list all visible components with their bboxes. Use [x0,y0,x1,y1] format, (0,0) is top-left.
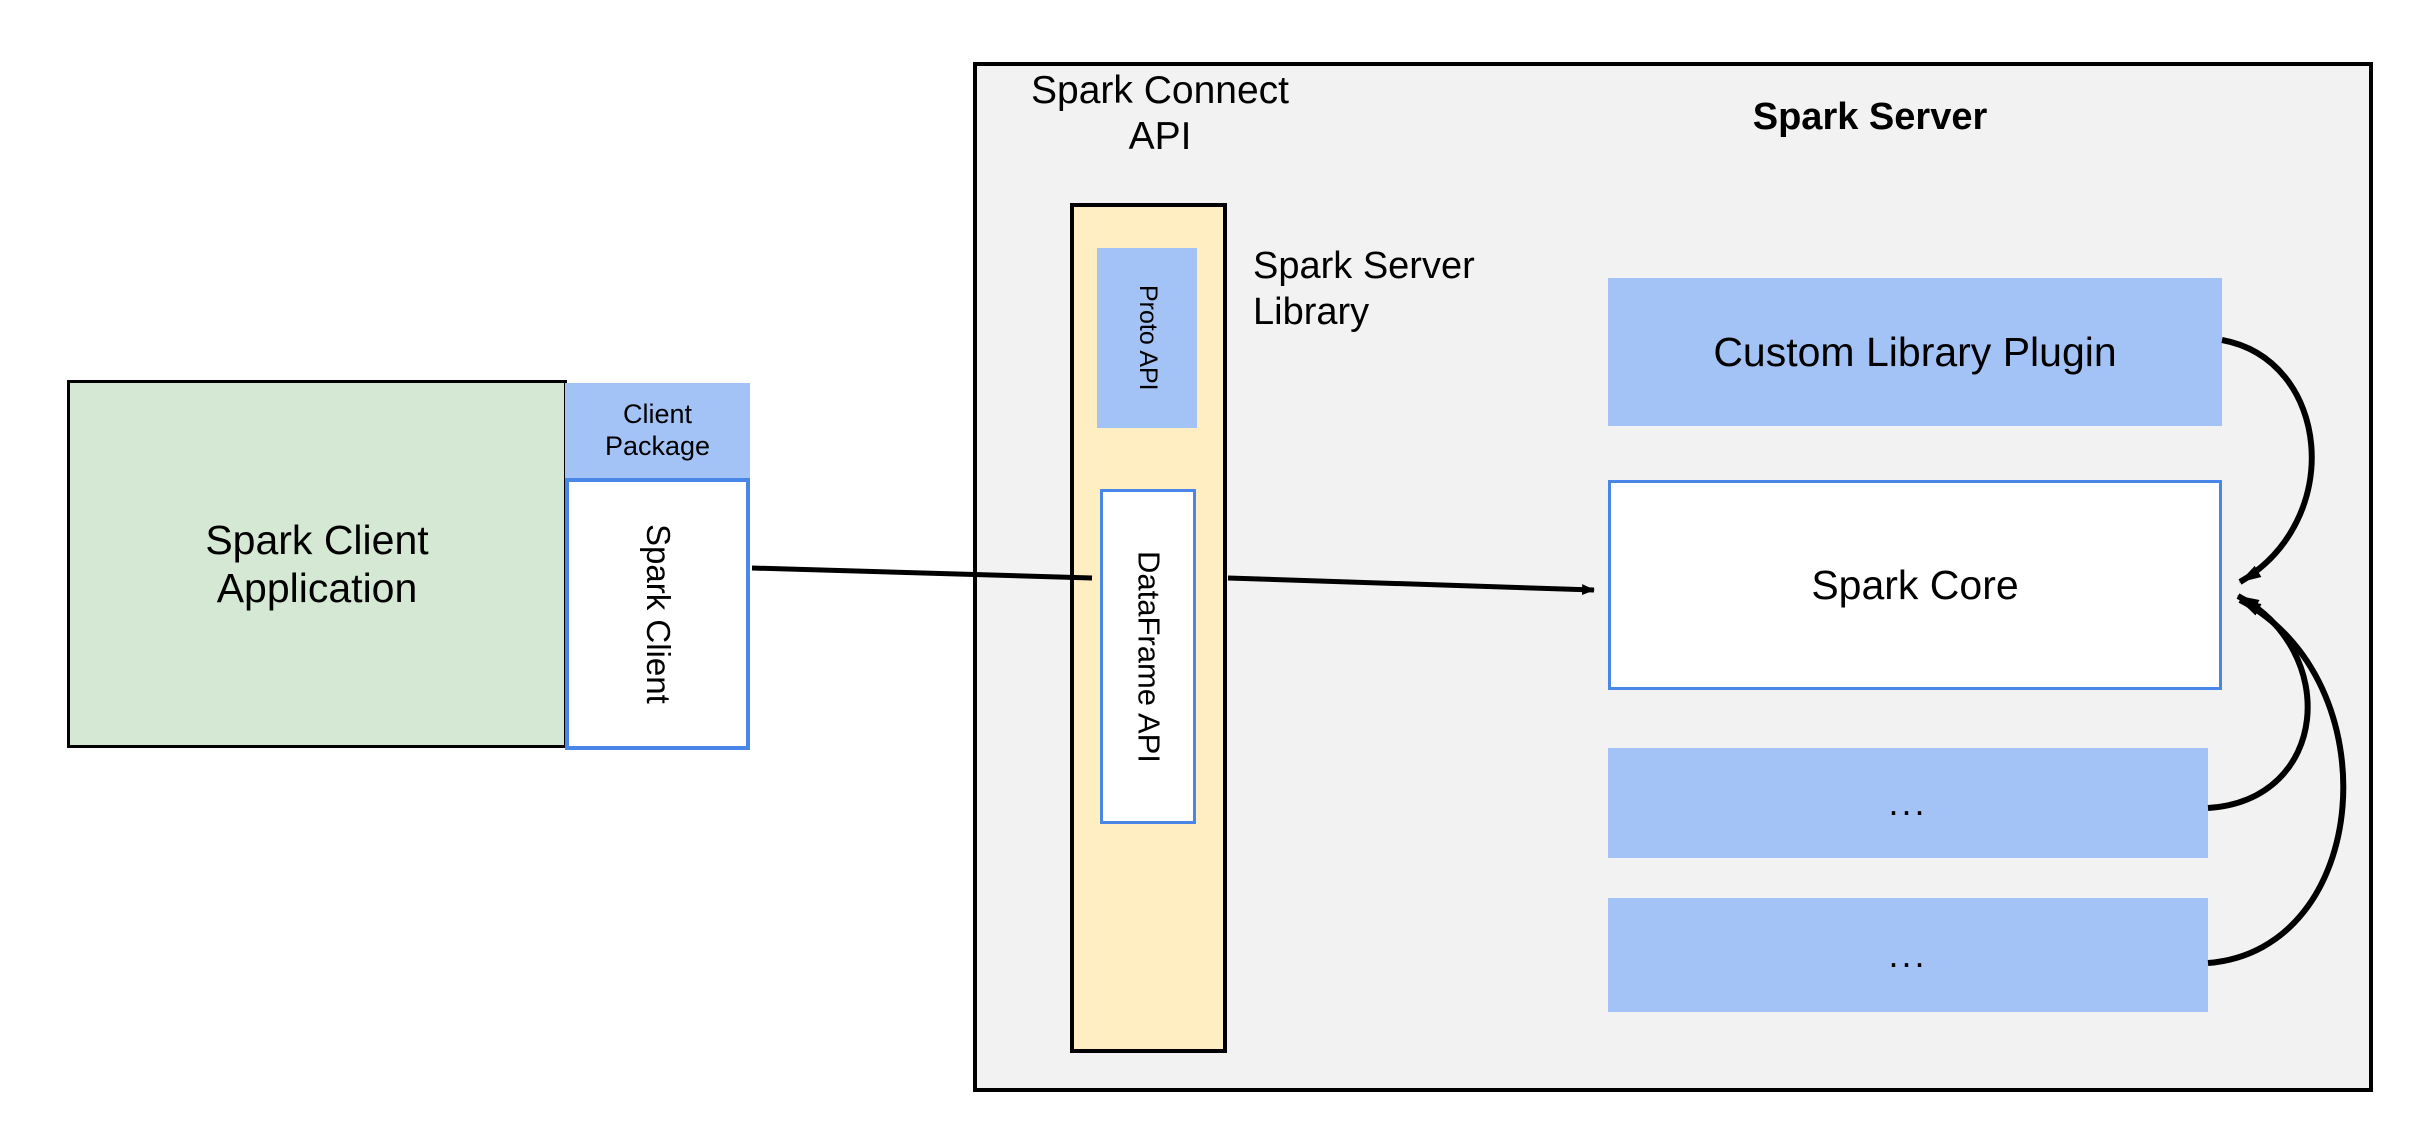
spark-server-library-label-line2: Library [1253,291,1370,334]
spark-server-title: Spark Server [1752,95,1988,138]
ellipsis-box-1-label: ... [1888,781,1928,823]
spark-connect-api-label-line1: Spark Connect [1031,69,1289,112]
client-package-box[interactable]: Client Package [565,383,750,478]
spark-client-label: Spark Client [639,524,677,704]
ellipsis-box-2[interactable]: ... [1608,898,2208,1012]
spark-server-library-label: Spark Server Library [1253,243,1543,343]
proto-api-label: Proto API [1133,285,1162,391]
dataframe-api-box[interactable]: DataFrame API [1100,489,1196,824]
spark-client-application-box[interactable]: Spark Client Application [67,380,567,748]
spark-server-library-label-line1: Spark Server [1253,245,1475,287]
ellipsis-box-2-label: ... [1888,933,1928,975]
dataframe-api-label: DataFrame API [1131,550,1167,763]
spark-client-application-label-line2: Application [216,565,418,611]
spark-core-label: Spark Core [1811,561,2019,608]
spark-core-box[interactable]: Spark Core [1608,480,2222,690]
spark-connect-api-label-line2: API [1128,115,1192,159]
spark-client-box[interactable]: Spark Client [565,478,750,750]
custom-library-plugin-label: Custom Library Plugin [1713,328,2117,375]
client-package-label: Client Package [605,399,710,463]
client-package-label-line2: Package [604,430,711,461]
custom-library-plugin-box[interactable]: Custom Library Plugin [1608,278,2222,426]
ellipsis-box-1[interactable]: ... [1608,748,2208,858]
client-package-label-line1: Client [622,398,692,429]
spark-client-application-label-line1: Spark Client [205,516,429,563]
proto-api-box[interactable]: Proto API [1097,248,1197,428]
spark-connect-api-label: Spark Connect API [1015,68,1305,164]
spark-client-application-label: Spark Client Application [205,516,428,613]
